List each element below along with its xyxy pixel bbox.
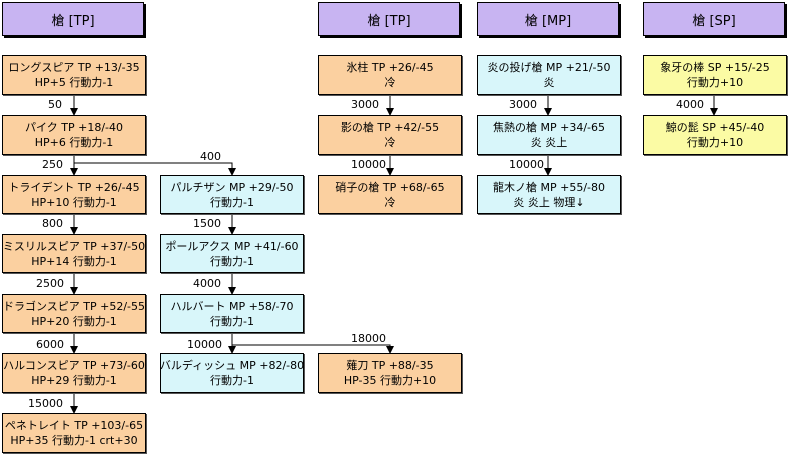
cost-label: 10000 (351, 158, 386, 171)
node-line: ハルバート MP +58/-70 (170, 299, 294, 313)
cost-label: 250 (42, 158, 63, 171)
node-icicle: 氷柱 TP +26/-45 冷 (318, 55, 462, 95)
node-longspear: ロングスピア TP +13/-35 HP+5 行動力-1 (2, 55, 146, 95)
node-line: パルチザン MP +29/-50 (170, 180, 294, 194)
node-line: HP+29 行動力-1 (31, 374, 117, 387)
node-line: 行動力-1 (210, 374, 254, 387)
node-line: HP+20 行動力-1 (31, 314, 117, 328)
header-spear-tp-left: 槍 [TP] (2, 2, 144, 36)
node-line: パイク TP +18/-40 (24, 121, 123, 134)
node-line: ミスリルスピア TP +37/-50 (2, 239, 146, 253)
node-line: ポールアクス MP +41/-60 (165, 239, 299, 253)
node-line: HP-35 行動力+10 (343, 374, 437, 387)
node-bardiche: バルディッシュ MP +82/-80 行動力-1 (160, 353, 304, 393)
header-spear-mp: 槍 [MP] (477, 2, 619, 36)
node-line: バルディッシュ MP +82/-80 (159, 359, 305, 372)
node-glass-spear: 硝子の槍 TP +68/-65 冷 (318, 175, 462, 214)
node-line: ロングスピア TP +13/-35 (8, 61, 140, 74)
node-line: 象牙の棒 SP +15/-25 (660, 61, 770, 74)
node-line: 炎 炎上 物理↓ (513, 195, 585, 209)
cost-label: 6000 (36, 338, 64, 351)
node-line: 行動力+10 (686, 136, 744, 149)
node-pike: パイク TP +18/-40 HP+6 行動力-1 (2, 115, 146, 155)
header-spear-sp: 槍 [SP] (643, 2, 785, 36)
node-line: ハルコンスピア TP +73/-60 (3, 359, 145, 372)
node-line: 薙刀 TP +88/-35 (346, 359, 434, 372)
node-line: HP+6 行動力-1 (34, 136, 114, 149)
node-line: 影の槍 TP +42/-55 (340, 121, 440, 134)
node-poleaxe: ポールアクス MP +41/-60 行動力-1 (160, 234, 304, 273)
node-scorching-spear: 焦熱の槍 MP +34/-65 炎 炎上 (477, 115, 621, 155)
node-line: 炎 炎上 (530, 136, 568, 149)
cost-label: 800 (42, 217, 63, 230)
cost-label: 10000 (509, 158, 544, 171)
node-line: 冷 (384, 136, 396, 149)
node-line: 龍木ノ槍 MP +55/-80 (492, 180, 605, 194)
cost-label: 15000 (28, 397, 63, 410)
cost-label: 4000 (676, 98, 704, 111)
node-line: 冷 (384, 76, 396, 89)
header-spear-tp-right: 槍 [TP] (318, 2, 460, 36)
node-line: 鯨の髭 SP +45/-40 (665, 121, 765, 134)
node-trident: トライデント TP +26/-45 HP+10 行動力-1 (2, 175, 146, 214)
node-dragon-spear: ドラゴンスピア TP +52/-55 HP+20 行動力-1 (2, 294, 146, 333)
node-halberd: ハルバート MP +58/-70 行動力-1 (160, 294, 304, 333)
node-partisan: パルチザン MP +29/-50 行動力-1 (160, 175, 304, 214)
cost-label: 10000 (187, 338, 222, 351)
node-line: 行動力-1 (210, 254, 254, 268)
node-line: HP+14 行動力-1 (31, 254, 117, 268)
node-line: ペネトレイト TP +103/-65 (4, 419, 144, 432)
node-naginata: 薙刀 TP +88/-35 HP-35 行動力+10 (318, 353, 462, 393)
node-line: HP+10 行動力-1 (31, 195, 117, 209)
node-harukon-spear: ハルコンスピア TP +73/-60 HP+29 行動力-1 (2, 353, 146, 393)
node-shadow-spear: 影の槍 TP +42/-55 冷 (318, 115, 462, 155)
node-line: HP+5 行動力-1 (34, 76, 114, 89)
node-line: 氷柱 TP +26/-45 (346, 61, 434, 74)
node-line: 硝子の槍 TP +68/-65 (335, 180, 445, 194)
cost-label: 4000 (193, 277, 221, 290)
cost-label: 2500 (36, 277, 64, 290)
cost-label: 3000 (509, 98, 537, 111)
node-mithril-spear: ミスリルスピア TP +37/-50 HP+14 行動力-1 (2, 234, 146, 273)
node-line: 行動力-1 (210, 314, 254, 328)
node-flame-javelin: 炎の投げ槍 MP +21/-50 炎 (477, 55, 621, 95)
node-line: HP+35 行動力-1 crt+30 (10, 434, 138, 447)
node-whale-whisker: 鯨の髭 SP +45/-40 行動力+10 (643, 115, 787, 155)
node-line: 炎 (543, 76, 555, 89)
node-ivory-staff: 象牙の棒 SP +15/-25 行動力+10 (643, 55, 787, 95)
node-line: トライデント TP +26/-45 (8, 180, 140, 194)
node-line: 行動力-1 (210, 195, 254, 209)
cost-label: 400 (200, 150, 221, 163)
node-line: 行動力+10 (686, 76, 744, 89)
node-line: ドラゴンスピア TP +52/-55 (3, 299, 146, 313)
cost-label: 3000 (351, 98, 379, 111)
cost-label: 18000 (351, 332, 386, 345)
cost-label: 1500 (193, 217, 221, 230)
node-line: 炎の投げ槍 MP +21/-50 (487, 61, 611, 74)
node-line: 冷 (384, 195, 396, 209)
node-dragonwood-spear: 龍木ノ槍 MP +55/-80 炎 炎上 物理↓ (477, 175, 621, 214)
cost-label: 50 (48, 98, 62, 111)
node-penetrate: ペネトレイト TP +103/-65 HP+35 行動力-1 crt+30 (2, 413, 146, 453)
node-line: 焦熱の槍 MP +34/-65 (492, 121, 605, 134)
